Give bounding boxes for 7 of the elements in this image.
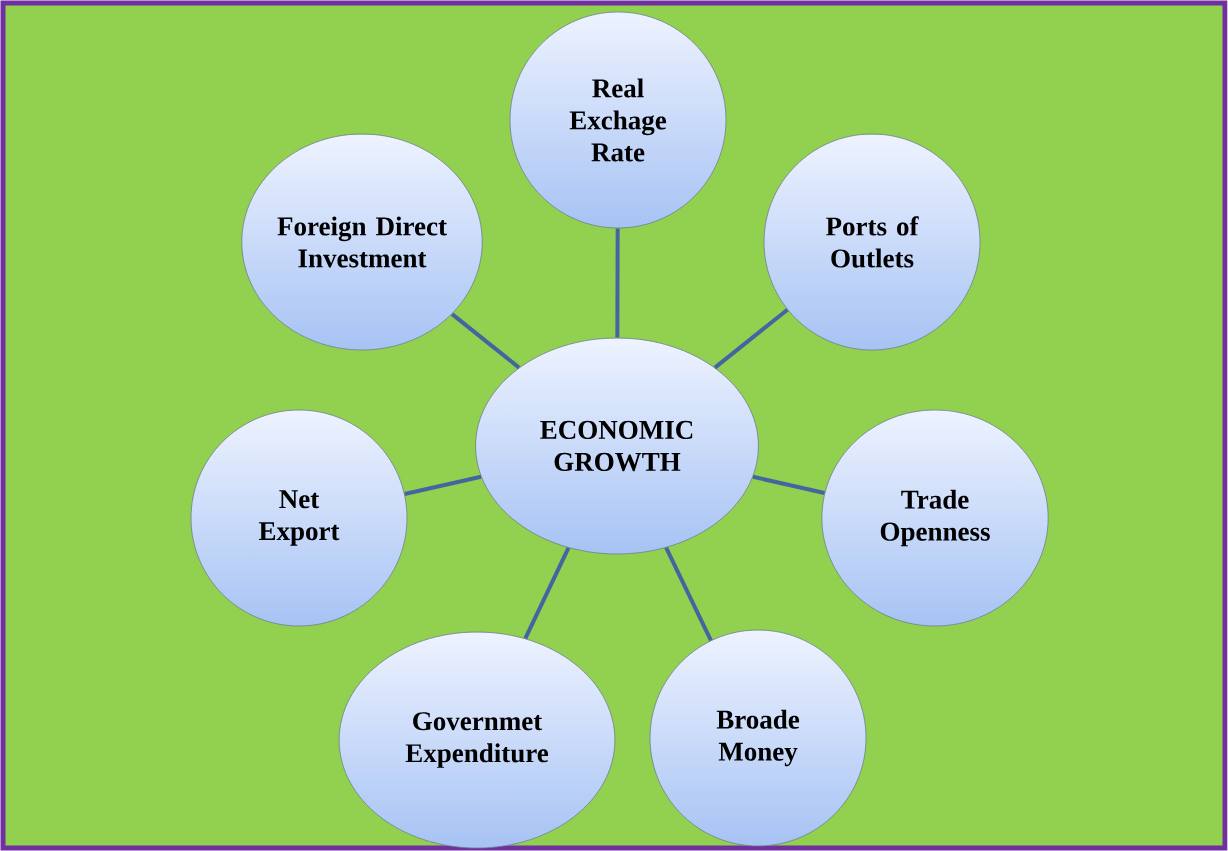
connector-line [664,546,713,642]
connector-line [615,228,620,338]
connector-line [450,312,521,370]
connector-line [404,474,482,497]
connector-line [713,308,789,370]
connector-line [752,474,825,495]
connector-line [523,547,571,640]
